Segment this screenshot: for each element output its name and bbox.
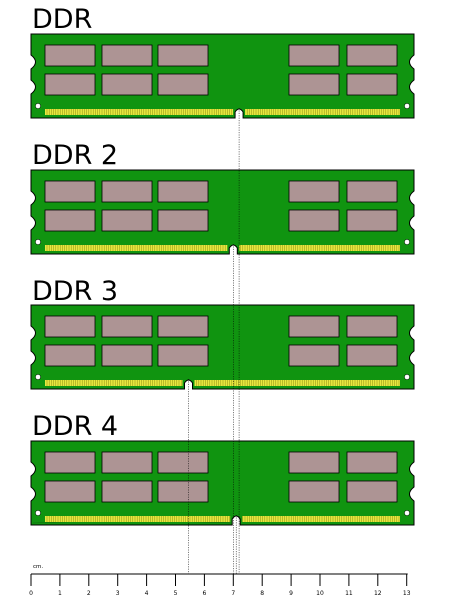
memory-chip xyxy=(44,44,96,67)
ruler-tick-label: 2 xyxy=(87,590,91,597)
ruler-tick-label: 10 xyxy=(316,590,324,597)
memory-chip xyxy=(157,209,209,232)
ruler-tick-label: 9 xyxy=(289,590,293,597)
notch-guide-lines xyxy=(188,108,240,574)
memory-chip xyxy=(288,480,340,503)
mounting-hole xyxy=(404,239,410,245)
module-title-ddr: DDR xyxy=(32,4,92,35)
memory-chip xyxy=(157,451,209,474)
module-title-ddr4: DDR 4 xyxy=(32,411,118,442)
memory-chip xyxy=(157,315,209,338)
memory-chip xyxy=(346,344,398,367)
contact-pins xyxy=(46,245,400,251)
memory-chip xyxy=(44,315,96,338)
contact-pins xyxy=(46,380,400,386)
memory-chip xyxy=(101,451,153,474)
ruler-tick-label: 0 xyxy=(29,590,33,597)
memory-chip xyxy=(157,180,209,203)
memory-chip xyxy=(346,209,398,232)
mounting-hole xyxy=(404,510,410,516)
memory-chip xyxy=(101,73,153,96)
memory-chip xyxy=(288,209,340,232)
contact-strip-left xyxy=(45,245,228,251)
memory-chip xyxy=(288,180,340,203)
ddr2-module xyxy=(30,169,415,255)
memory-chip xyxy=(346,315,398,338)
memory-chip xyxy=(101,480,153,503)
ruler-tick-label: 7 xyxy=(231,590,235,597)
contact-pins xyxy=(46,516,400,522)
memory-chip xyxy=(157,73,209,96)
ruler-tick-label: 5 xyxy=(174,590,178,597)
memory-chip xyxy=(346,451,398,474)
contact-strip-right xyxy=(242,516,400,522)
ruler-tick-label: 12 xyxy=(374,590,382,597)
ruler-tick-label: 11 xyxy=(345,590,353,597)
mounting-hole xyxy=(35,103,41,109)
memory-chip xyxy=(101,344,153,367)
memory-chip xyxy=(44,480,96,503)
ddr4-module xyxy=(30,440,415,526)
memory-chip xyxy=(44,180,96,203)
memory-chip xyxy=(44,451,96,474)
memory-chip xyxy=(44,209,96,232)
ruler-tick-label: 1 xyxy=(58,590,62,597)
memory-chip xyxy=(346,73,398,96)
contact-strip-left xyxy=(45,109,234,115)
ddr3-module xyxy=(30,304,415,390)
memory-chip xyxy=(288,73,340,96)
memory-chip xyxy=(288,315,340,338)
contact-pins xyxy=(46,109,400,115)
ruler-tick-label: 6 xyxy=(202,590,206,597)
memory-chip xyxy=(288,44,340,67)
mounting-hole xyxy=(35,374,41,380)
memory-chip xyxy=(44,344,96,367)
memory-chip xyxy=(44,73,96,96)
ruler-tick-label: 8 xyxy=(260,590,264,597)
memory-chip xyxy=(157,480,209,503)
contact-strip-left xyxy=(45,380,183,386)
mounting-hole xyxy=(404,103,410,109)
ddr-module xyxy=(30,33,415,119)
memory-chip xyxy=(157,44,209,67)
contact-strip-right xyxy=(245,109,400,115)
ruler-tick-label: 4 xyxy=(145,590,149,597)
mounting-hole xyxy=(35,510,41,516)
memory-chip xyxy=(346,480,398,503)
memory-chip xyxy=(346,44,398,67)
memory-chip xyxy=(101,44,153,67)
contact-strip-left xyxy=(45,516,231,522)
module-title-ddr3: DDR 3 xyxy=(32,276,118,307)
memory-chip xyxy=(288,451,340,474)
ruler-tick-label: 3 xyxy=(116,590,120,597)
memory-chip xyxy=(288,344,340,367)
ruler-unit-label: cm. xyxy=(33,564,43,570)
memory-chip xyxy=(101,180,153,203)
mounting-hole xyxy=(404,374,410,380)
memory-chip xyxy=(101,315,153,338)
ruler-tick-label: 13 xyxy=(403,590,411,597)
memory-chip xyxy=(346,180,398,203)
memory-chip xyxy=(157,344,209,367)
contact-strip-right xyxy=(194,380,400,386)
memory-chip xyxy=(101,209,153,232)
mounting-hole xyxy=(35,239,41,245)
module-title-ddr2: DDR 2 xyxy=(32,140,118,171)
